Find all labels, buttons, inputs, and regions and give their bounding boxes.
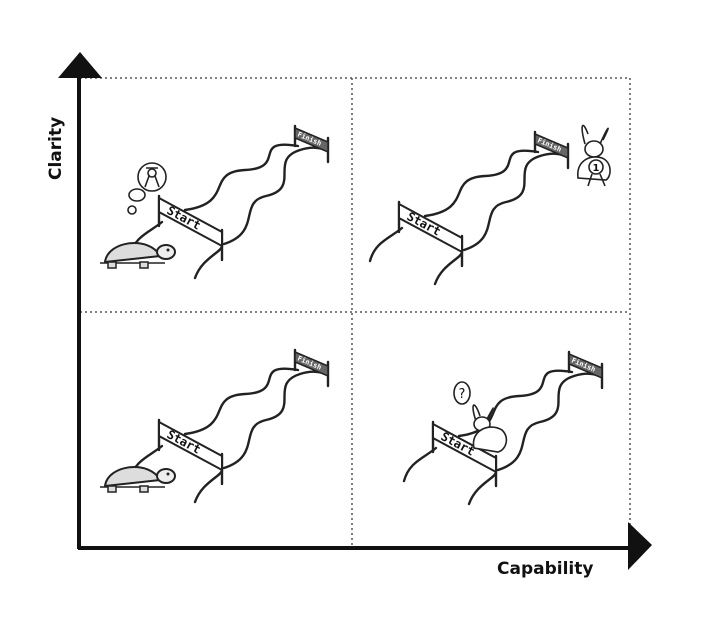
question-mark: ? <box>459 387 466 402</box>
rabbit-icon: 1 <box>577 124 611 187</box>
y-axis-label: Clarity <box>46 117 66 180</box>
rabbit-icon <box>472 404 508 453</box>
thought-bubble-medium <box>128 188 146 202</box>
finish-banner-label: Finish <box>296 130 322 147</box>
tortoise-icon <box>99 466 176 493</box>
quadrant-top-left: Start Finish <box>99 124 330 280</box>
x-axis-label: Capability <box>497 559 593 579</box>
medal-number: 1 <box>593 163 600 174</box>
quadrant-bottom-right: Start Finish ? <box>402 350 604 506</box>
y-axis-arrow-icon <box>58 52 102 78</box>
thought-bubble-small <box>127 205 137 215</box>
thought-bubble <box>137 162 167 192</box>
quadrant-top-right: Start Finish 1 <box>368 124 611 286</box>
x-axis-arrow-icon <box>628 522 652 570</box>
tortoise-icon <box>99 242 176 269</box>
finish-banner-label: Finish <box>536 136 562 153</box>
race-track <box>368 130 570 286</box>
finish-banner-label: Finish <box>570 356 596 373</box>
ribbon-icon <box>144 167 160 188</box>
thought-bubble <box>453 381 471 405</box>
race-track <box>402 350 604 506</box>
quadrant-bottom-left: Start Finish <box>99 348 330 504</box>
finish-banner-label: Finish <box>296 354 322 371</box>
